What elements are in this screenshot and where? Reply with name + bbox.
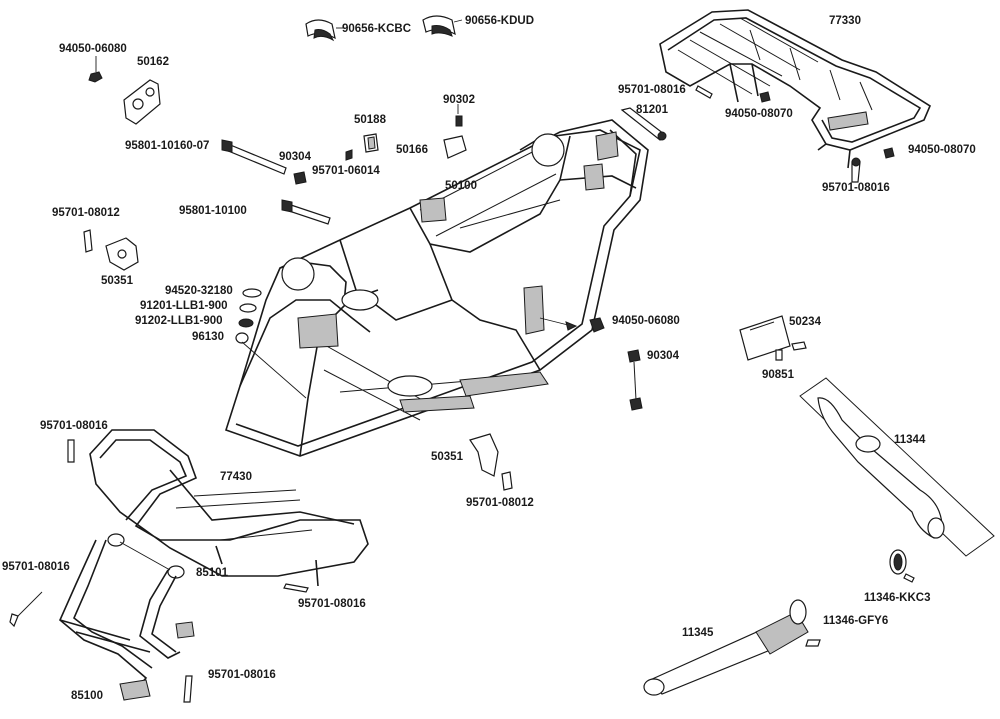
label-81201[interactable]: 81201 — [636, 104, 668, 116]
label-50166[interactable]: 50166 — [396, 144, 428, 156]
nut-90304-b-part[interactable] — [627, 349, 643, 411]
bracket-50166-part[interactable] — [443, 135, 467, 159]
label-90304-a[interactable]: 90304 — [279, 151, 311, 163]
label-50188[interactable]: 50188 — [354, 114, 386, 126]
label-95701-08012-b[interactable]: 95701-08012 — [466, 497, 534, 509]
label-95801-10100[interactable]: 95801-10100 — [179, 205, 247, 217]
label-94520-32180[interactable]: 94520-32180 — [165, 285, 233, 297]
label-96130[interactable]: 96130 — [192, 331, 224, 343]
part-50188[interactable] — [363, 133, 379, 153]
label-85100[interactable]: 85100 — [71, 690, 103, 702]
label-95701-06014[interactable]: 95701-06014 — [312, 165, 380, 177]
label-95701-08016-b[interactable]: 95701-08016 — [822, 182, 890, 194]
label-95701-08012-a[interactable]: 95701-08012 — [52, 207, 120, 219]
label-91202-llb1-900[interactable]: 91202-LLB1-900 — [135, 315, 223, 327]
label-50234[interactable]: 50234 — [789, 316, 821, 328]
main-frame-part[interactable] — [225, 119, 649, 457]
label-94050-06080-a[interactable]: 94050-06080 — [59, 43, 127, 55]
label-50100[interactable]: 50100 — [445, 180, 477, 192]
label-95701-08016-g[interactable]: 95701-08016 — [208, 669, 276, 681]
front-rack-part[interactable] — [89, 429, 369, 587]
clip-kcbc-part[interactable] — [305, 19, 336, 42]
bracket-50162-part[interactable] — [123, 79, 161, 125]
clip-90302-part[interactable] — [455, 115, 463, 127]
guard-85100-part[interactable] — [59, 539, 195, 701]
bracket-50351-b-part[interactable] — [469, 433, 499, 477]
label-90304-b[interactable]: 90304 — [647, 350, 679, 362]
pipe-11345-part[interactable] — [643, 611, 809, 696]
label-95801-10160-07[interactable]: 95801-10160-07 — [125, 140, 210, 152]
bolt-95801-10160-part[interactable] — [221, 139, 287, 175]
label-50351-b[interactable]: 50351 — [431, 451, 463, 463]
label-11345[interactable]: 11345 — [682, 627, 714, 639]
label-94050-08070-a[interactable]: 94050-08070 — [725, 108, 793, 120]
label-95701-08016-a[interactable]: 95701-08016 — [618, 84, 686, 96]
label-95701-08016-e[interactable]: 95701-08016 — [298, 598, 366, 610]
hose-11344-part[interactable] — [817, 397, 945, 539]
clip-kdud-part[interactable] — [422, 15, 456, 37]
nut-94050-06080-b-part[interactable] — [589, 317, 605, 333]
label-11344[interactable]: 11344 — [894, 434, 926, 446]
label-85101[interactable]: 85101 — [196, 567, 228, 579]
label-95701-08016-c[interactable]: 95701-08016 — [40, 420, 108, 432]
label-94050-06080-b[interactable]: 94050-06080 — [612, 315, 680, 327]
clamp-11346-kkc3-part[interactable] — [889, 549, 915, 583]
rear-rack-part[interactable] — [659, 9, 932, 169]
clamp-11346-gfy6-part[interactable] — [789, 599, 821, 647]
plate-50234-part[interactable] — [739, 315, 791, 361]
label-50351-a[interactable]: 50351 — [101, 275, 133, 287]
bolt-95801-10100-part[interactable] — [281, 199, 331, 225]
label-77430[interactable]: 77430 — [220, 471, 252, 483]
label-90656-kcbc[interactable]: 90656-KCBC — [342, 23, 412, 35]
label-11346-gfy6[interactable]: 11346-GFY6 — [823, 615, 889, 627]
label-90851[interactable]: 90851 — [762, 369, 794, 381]
label-77330[interactable]: 77330 — [829, 15, 861, 27]
label-90302[interactable]: 90302 — [443, 94, 475, 106]
nut-94050-06080-a-part[interactable] — [88, 71, 103, 83]
bumper-85101-part[interactable] — [107, 533, 185, 579]
label-50162[interactable]: 50162 — [137, 56, 169, 68]
label-11346-kkc3[interactable]: 11346-KKC3 — [864, 592, 931, 604]
bracket-50351-a-part[interactable] — [105, 237, 139, 271]
label-94050-08070-b[interactable]: 94050-08070 — [908, 144, 976, 156]
nut-90304-a-part[interactable] — [293, 171, 307, 185]
label-91201-llb1-900[interactable]: 91201-LLB1-900 — [140, 300, 228, 312]
label-90656-kdud[interactable]: 90656-KDUD — [465, 15, 535, 27]
label-95701-08016-d[interactable]: 95701-08016 — [2, 561, 70, 573]
